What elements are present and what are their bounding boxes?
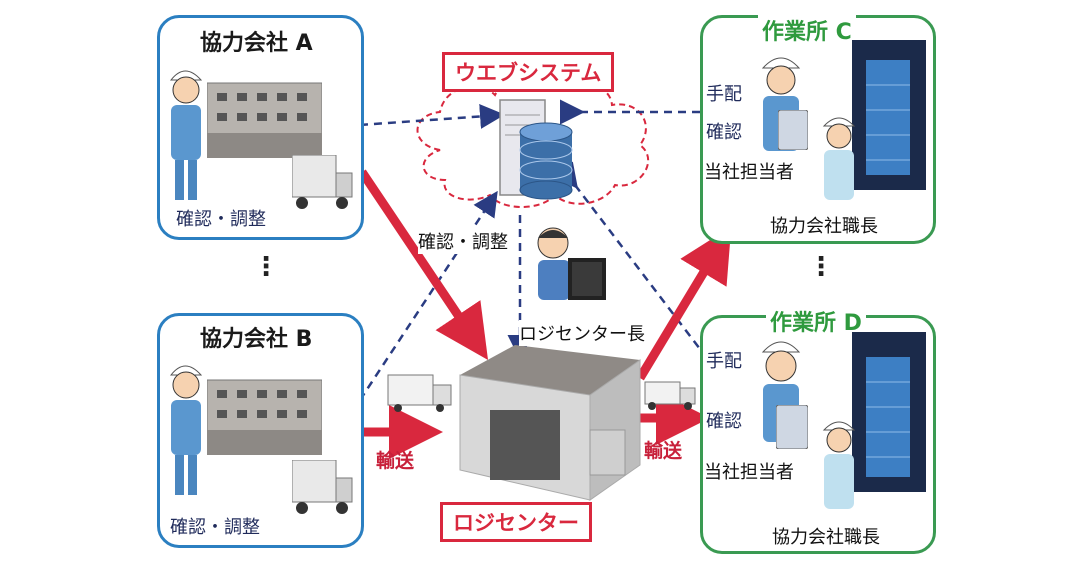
dash-web-d (552, 161, 739, 399)
site-d-tehai: 手配 (706, 351, 742, 372)
building-icon (207, 379, 322, 455)
truck-icon (644, 381, 696, 410)
site-d-shokucho: 協力会社職長 (772, 527, 880, 548)
transport-right-label: 輸送 (644, 440, 683, 462)
worker-figure (169, 70, 203, 200)
site-d-tanto: 当社担当者 (704, 462, 794, 483)
partner-b-label: 確認・調整 (170, 517, 260, 538)
worker-figure (169, 365, 203, 495)
transport-left-label: 輸送 (376, 450, 415, 472)
center-confirm-label: 確認・調整 (418, 228, 508, 254)
truck-icon (292, 460, 353, 514)
site-d-kakunin: 確認 (706, 411, 742, 432)
truck-icon (292, 155, 353, 209)
red-a-logi (358, 169, 489, 360)
building-icon (207, 82, 322, 158)
tablet-icon (776, 405, 808, 449)
site-c-title: 作業所 C (758, 14, 856, 46)
partner-a-title: 協力会社 A (200, 31, 313, 56)
foreman-figure (822, 421, 856, 509)
red-logi-c (636, 226, 732, 381)
web-system-label: ウエブシステム (442, 52, 615, 92)
site-d-title: 作業所 D (766, 305, 866, 337)
manager-figure (537, 227, 606, 300)
site-c-shokucho: 協力会社職長 (770, 216, 878, 237)
logi-center-label: ロジセンター (440, 502, 592, 542)
partner-a-label: 確認・調整 (176, 209, 266, 230)
ellipsis-left: ⋮ (253, 252, 279, 282)
dash-a-web (339, 103, 505, 139)
logi-manager-label: ロジセンター長 (519, 320, 645, 346)
site-c-tehai: 手配 (706, 84, 742, 105)
site-c-tanto: 当社担当者 (704, 162, 794, 183)
building-photo (852, 332, 926, 492)
tablet-icon (778, 110, 808, 150)
database-icon (519, 122, 573, 200)
site-c-kakunin: 確認 (706, 122, 742, 143)
building-photo (852, 40, 926, 190)
ellipsis-right: ⋮ (808, 252, 834, 282)
warehouse-icon (459, 345, 641, 501)
truck-icon (387, 374, 452, 412)
partner-b-title: 協力会社 B (200, 327, 313, 352)
foreman-figure (822, 117, 856, 200)
